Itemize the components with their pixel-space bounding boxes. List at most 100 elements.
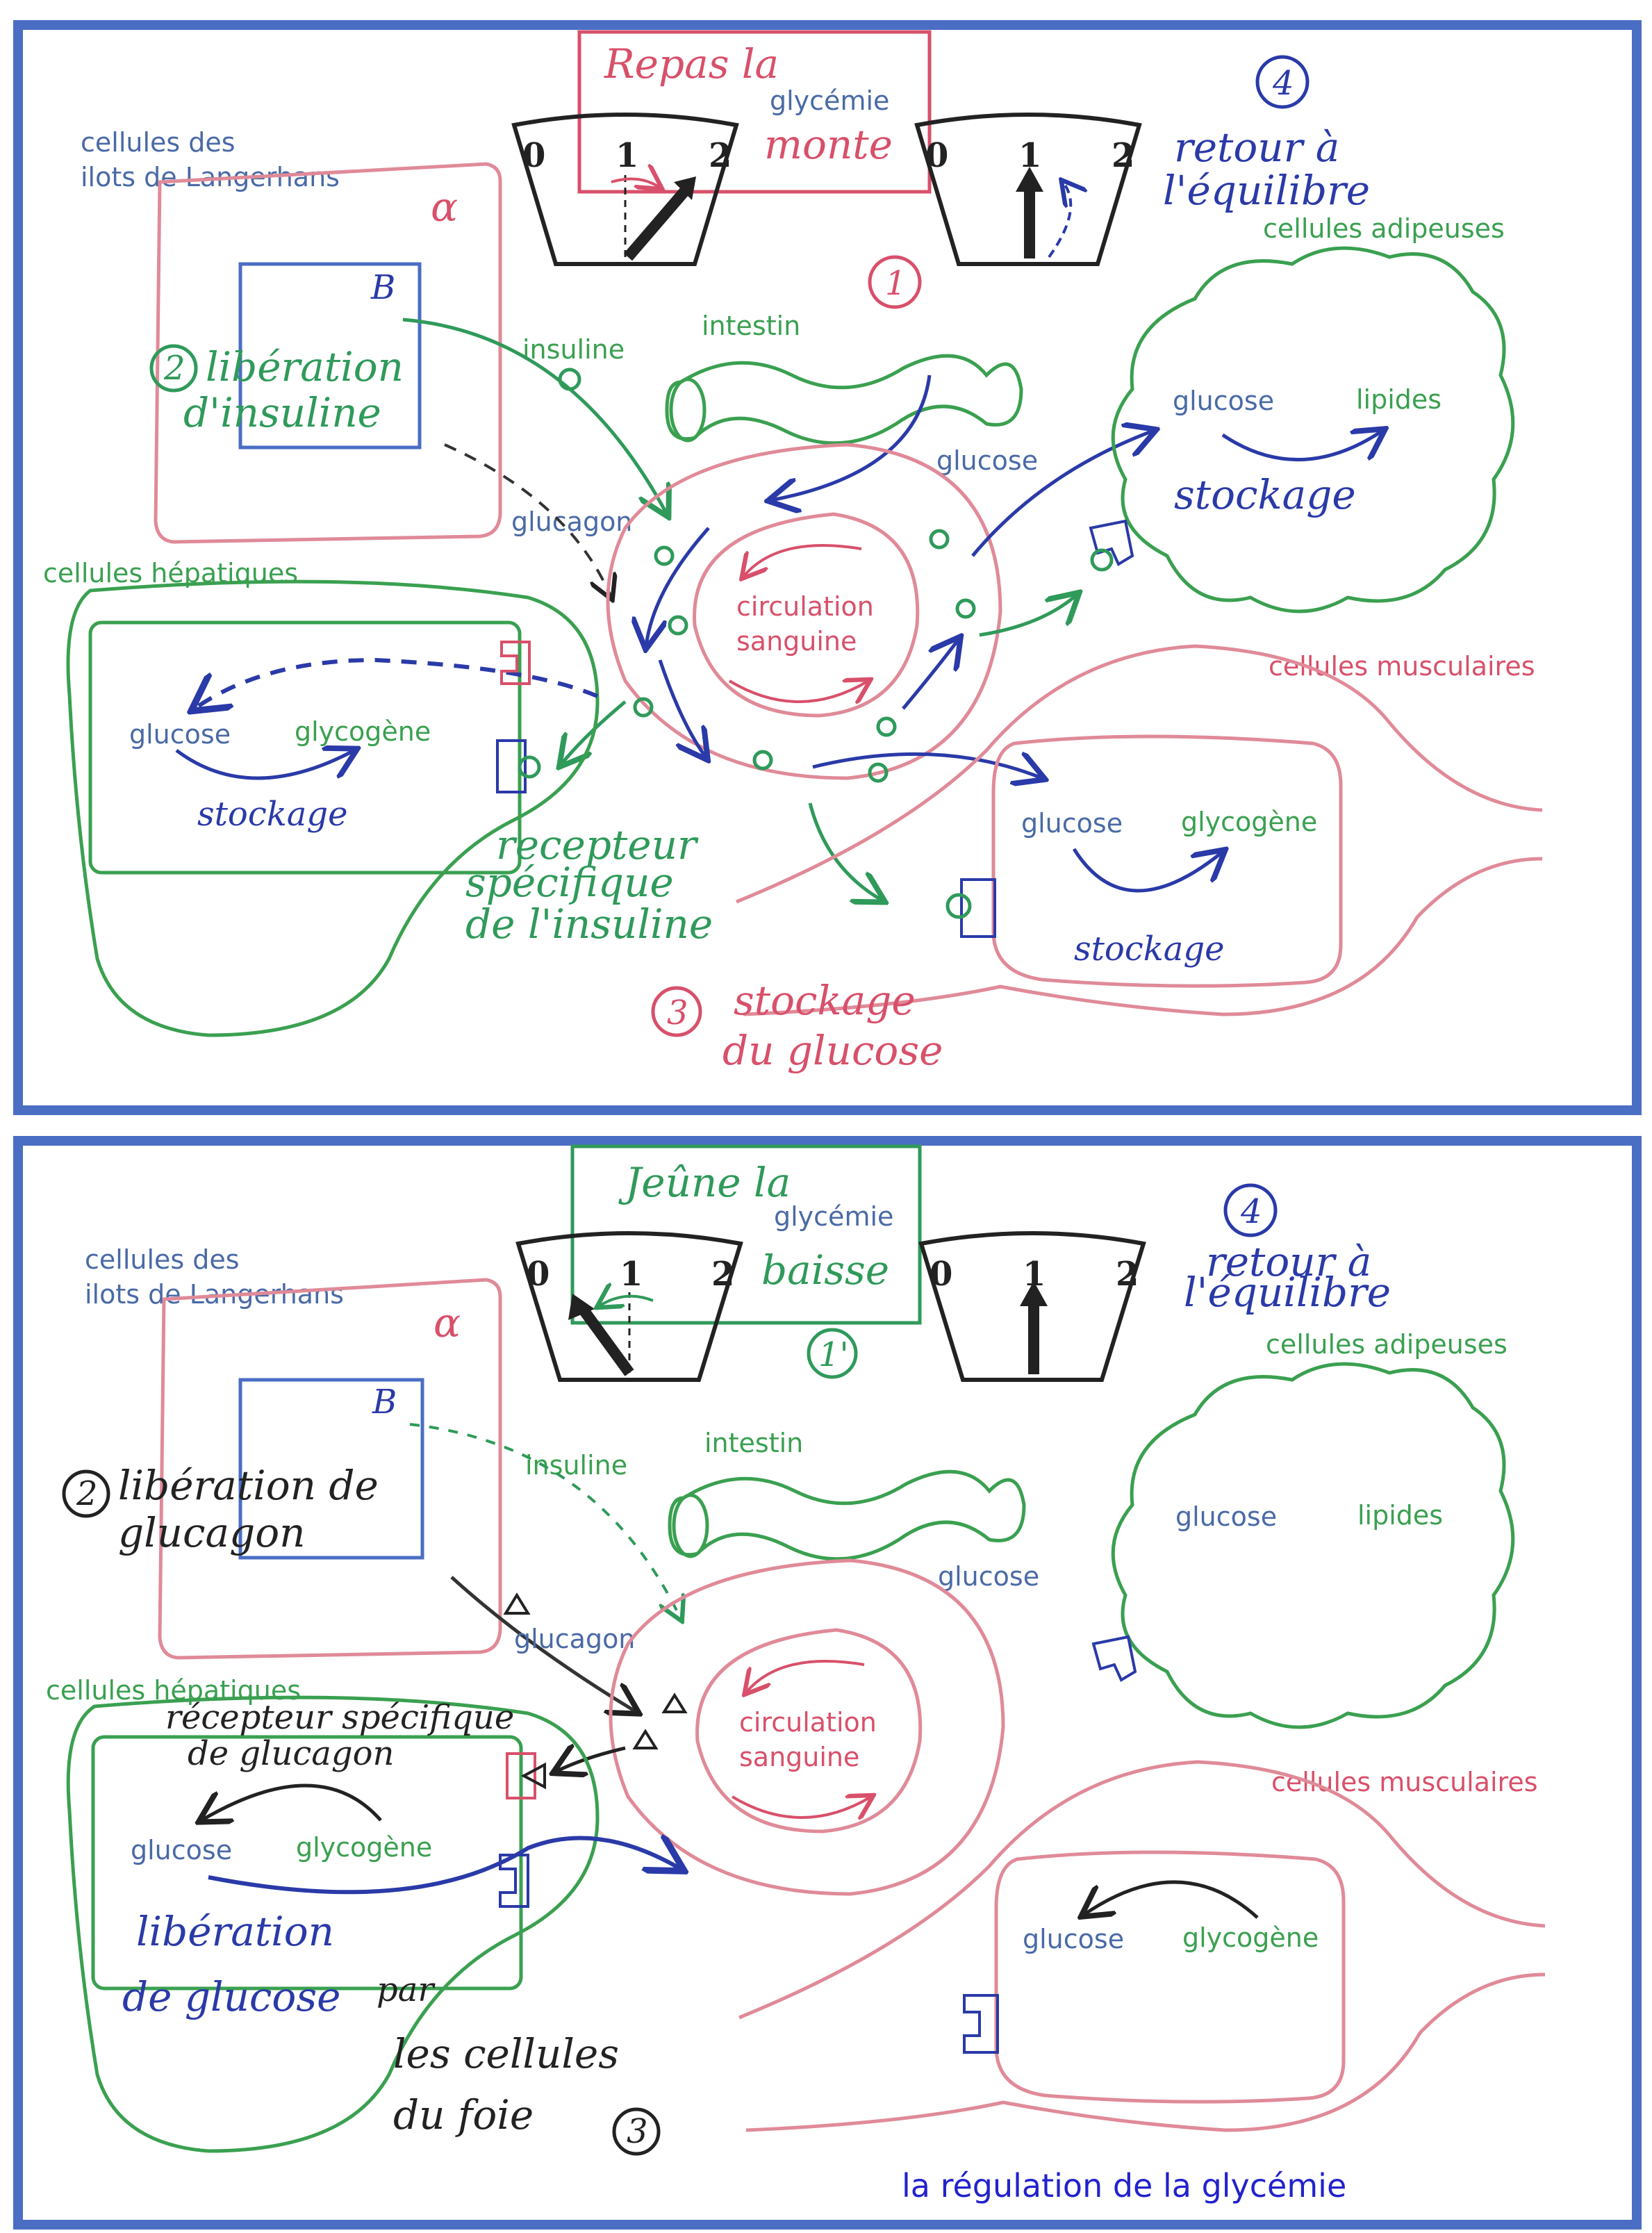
svg-text:2: 2 [1116, 1255, 1139, 1294]
langerhans-label-2: ilots de Langerhans [85, 1279, 344, 1310]
step-4-circle [1223, 1183, 1278, 1237]
svg-text:0: 0 [522, 136, 545, 175]
svg-text:2: 2 [711, 1255, 734, 1294]
liberation-line2: d'insuline [183, 389, 381, 436]
liver-outline [66, 579, 600, 1037]
muscle-outline-top [738, 1760, 1546, 2020]
svg-text:0: 0 [527, 1255, 550, 1294]
step-3: 3 [627, 2112, 648, 2151]
glucagon-label: glucagon [511, 506, 632, 537]
mus-glycogene-label: glycogène [1182, 1922, 1319, 1953]
panel-jeune: Jeûne la glycémie baisse 0 1 2 0 1 2 1' … [13, 1136, 1642, 2230]
alpha-cells-outline [154, 162, 502, 544]
panel-repas: Repas la glycémie monte 0 1 2 0 1 2 1 [13, 20, 1642, 1115]
glucagon-release-arrow [450, 1576, 636, 1712]
liberation-glucose-line2: de glucose [122, 1973, 340, 2020]
insulin-molecules-blood [633, 529, 976, 783]
title-line1: Jeûne la [618, 1159, 791, 1206]
muscle-outline-bottom [743, 857, 1543, 1016]
glycemia-gauge-equilibrium: 0 1 2 [914, 113, 1142, 266]
svg-text:1: 1 [620, 1255, 643, 1294]
hep-stockage-label: stockage [197, 795, 348, 834]
retour-line2: l'équilibre [1163, 167, 1370, 214]
intestine-outline [668, 1469, 1026, 1561]
mus-stockage-label: stockage [1074, 930, 1225, 969]
liver-outline [66, 1695, 600, 2153]
glucose-blood-label: glucose [936, 445, 1038, 476]
beta-label: B [372, 1383, 397, 1422]
recepteur-line3: de l'insuline [465, 900, 713, 948]
mus-glucose-label: glucose [1021, 808, 1123, 839]
muscle-insulin-bound [945, 893, 972, 919]
step-3-circle [612, 2107, 661, 2156]
hep-glucose-to-blood-arrow [208, 1838, 681, 1895]
step-1: 1 [885, 264, 907, 303]
recepteur-line2: de glucagon [188, 1734, 394, 1773]
beta-cells-outline [238, 1378, 424, 1560]
intestine-end [672, 1493, 709, 1558]
step-3-circle [651, 986, 702, 1037]
glucose-to-adipose-arrow [971, 431, 1153, 557]
hep-storage-arrow [175, 750, 354, 780]
circulation-arrow-bottom [728, 681, 868, 702]
title-line1: Repas la [604, 40, 779, 88]
liver-insulin-receptor [499, 1854, 529, 1908]
insulin-release-arrow [402, 318, 667, 514]
stockage-glucose-line1: stockage [734, 977, 916, 1024]
alpha-label: α [433, 1299, 461, 1346]
retour-line2: l'équilibre [1184, 1269, 1391, 1316]
recepteur-line2: spécifique [465, 859, 674, 906]
alpha-cells-outline [158, 1278, 502, 1660]
liver-glucagon-receptor [500, 641, 531, 685]
panel-frame [13, 20, 1642, 1115]
svg-text:1: 1 [616, 136, 638, 175]
title-line2: baisse [761, 1246, 889, 1294]
hep-glucose-label: glucose [129, 719, 231, 750]
hep-glycogene-label: glycogène [295, 716, 431, 747]
glycemia-gauge-low: 0 1 2 [515, 1231, 743, 1382]
mus-storage-arrow [1072, 849, 1223, 893]
muscle-receptor [963, 1994, 999, 2054]
hep-release-arrow [201, 1783, 382, 1820]
mus-glucose-label: glucose [1023, 1924, 1124, 1954]
muscle-outline-top [736, 644, 1543, 904]
glucose-to-liver-arrow [646, 527, 710, 646]
blood-circulation-outer [606, 443, 1002, 780]
muscle-outline-bottom [745, 1972, 1546, 2132]
recepteur-line1: recepteur [496, 821, 699, 868]
intestin-label: intestin [702, 311, 800, 341]
blood-circulation-inner [695, 1628, 923, 1834]
par-label: par [377, 1970, 436, 2009]
adip-lipides-label: lipides [1357, 1500, 1443, 1531]
blood-circulation-outer [609, 1558, 1005, 1896]
musculaires-label: cellules musculaires [1271, 1767, 1538, 1797]
intestine-end [669, 377, 707, 443]
circulation-arrow-bottom [731, 1797, 871, 1818]
intestin-label: intestin [704, 1428, 803, 1458]
adipose-insulin-bound [1090, 548, 1114, 572]
glucagon-molecules-blood [632, 1692, 688, 1749]
step-1p-circle [807, 1328, 858, 1379]
adip-storage-arrow [1221, 431, 1382, 462]
step-4: 4 [1272, 64, 1294, 103]
insulin-to-muscle-receptor [808, 802, 882, 900]
hep-glucose-dashed-arrow [195, 657, 599, 709]
adip-lipides-label: lipides [1356, 384, 1442, 415]
glucose-blood-label: glucose [938, 1561, 1039, 1592]
title-small: glycémie [774, 1201, 893, 1232]
circulation-arrow-top [743, 544, 862, 577]
musculaires-label: cellules musculaires [1269, 651, 1535, 682]
step-2: 2 [76, 1474, 98, 1513]
liberation-line2: glucagon [118, 1509, 306, 1556]
step-1-circle [868, 255, 922, 309]
liver-inner-cell [91, 1735, 523, 1991]
glucagon-molecule [503, 1592, 531, 1615]
glucagon-dashed-arrow [444, 443, 611, 598]
retour-line1: retour à [1174, 124, 1339, 171]
adip-glucose-label: glucose [1175, 1501, 1277, 1532]
liver-inner-cell [88, 620, 522, 875]
hep-glycogene-label: glycogène [296, 1832, 432, 1863]
glucose-down-arrow [658, 659, 706, 757]
mus-glycogene-label: glycogène [1181, 807, 1317, 837]
liver-insulin-bound [518, 755, 541, 779]
